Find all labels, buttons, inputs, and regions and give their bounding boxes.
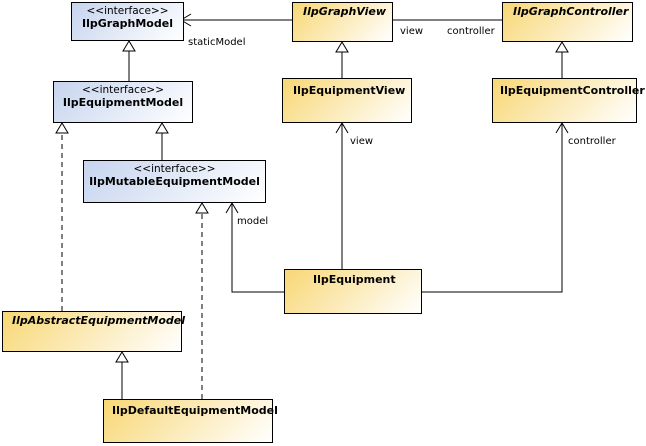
- stereotype-label: <<interface>>: [133, 163, 216, 175]
- class-name: IlpGraphController: [513, 5, 629, 18]
- default-model-realization-arrow: [195, 202, 209, 214]
- class-ilp-equipment-view[interactable]: IlpEquipmentView: [282, 78, 412, 123]
- view-end-label-top: view: [400, 26, 424, 37]
- class-ilp-mutable-equipment-model[interactable]: <<interface>> IlpMutableEquipmentModel: [83, 160, 266, 203]
- class-ilp-equipment-model[interactable]: <<interface>> IlpEquipmentModel: [53, 81, 193, 123]
- class-ilp-graph-model[interactable]: <<interface>> IlpGraphModel: [71, 2, 184, 41]
- static-model-label: staticModel: [188, 37, 246, 48]
- default-model-inheritance-arrow: [115, 351, 129, 363]
- mutable-model-inheritance-arrow: [155, 122, 169, 134]
- class-name: IlpDefaultEquipmentModel: [112, 404, 278, 417]
- class-name: IlpEquipmentController: [500, 84, 645, 97]
- model-association: [231, 203, 284, 293]
- class-ilp-equipment-controller[interactable]: IlpEquipmentController: [492, 78, 645, 123]
- class-name: IlpGraphModel: [82, 17, 173, 30]
- equipment-controller-inheritance-arrow: [555, 41, 569, 53]
- equipment-view-inheritance-arrow: [335, 41, 349, 53]
- class-name: IlpEquipment: [313, 273, 396, 286]
- class-name: IlpEquipmentModel: [62, 96, 184, 109]
- model-label: model: [237, 216, 269, 227]
- view-arrowhead: [335, 122, 349, 134]
- controller-arrowhead: [555, 122, 569, 134]
- class-ilp-graph-controller[interactable]: IlpGraphController: [502, 2, 633, 42]
- equipment-model-inheritance-arrow: [122, 40, 136, 52]
- controller-label: controller: [568, 136, 616, 147]
- controller-association: [422, 123, 563, 293]
- controller-end-label-top: controller: [447, 26, 495, 37]
- class-name: IlpGraphView: [303, 5, 387, 18]
- class-ilp-abstract-equipment-model[interactable]: IlpAbstractEquipmentModel: [2, 311, 186, 352]
- stereotype-label: <<interface>>: [86, 5, 169, 17]
- class-ilp-default-equipment-model[interactable]: IlpDefaultEquipmentModel: [103, 399, 278, 443]
- class-name: IlpAbstractEquipmentModel: [12, 314, 186, 327]
- abstract-model-realization-arrow: [55, 122, 69, 134]
- stereotype-label: <<interface>>: [81, 84, 165, 96]
- class-ilp-graph-view[interactable]: IlpGraphView: [292, 2, 393, 42]
- class-ilp-equipment[interactable]: IlpEquipment: [284, 269, 422, 314]
- class-name: IlpMutableEquipmentModel: [89, 175, 260, 188]
- model-arrowhead: [225, 202, 239, 214]
- class-name: IlpEquipmentView: [293, 84, 406, 97]
- view-label: view: [350, 136, 374, 147]
